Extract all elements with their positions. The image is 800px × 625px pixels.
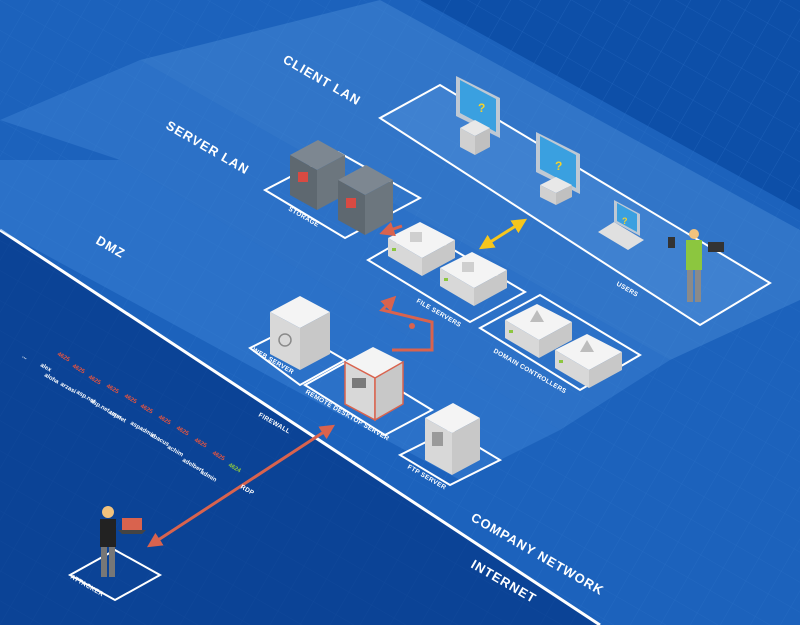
status-led <box>392 248 396 251</box>
status-led <box>509 330 513 333</box>
client-pc-1: ? <box>456 76 500 155</box>
storage-server-1 <box>290 140 345 210</box>
directory-icon <box>580 340 594 352</box>
status-led <box>444 278 448 281</box>
svg-text:?: ? <box>622 216 628 226</box>
lateral-movement-arrow <box>379 295 434 352</box>
storage-server-2 <box>338 165 393 235</box>
file-server-2 <box>440 252 507 306</box>
windows-icon <box>462 262 474 272</box>
attacker-person <box>100 506 146 577</box>
movement-node <box>409 323 415 329</box>
windows-icon <box>410 232 422 242</box>
lock-icon <box>298 172 308 182</box>
lock-icon <box>346 198 356 208</box>
rds-group-outline <box>303 358 435 437</box>
client-lan-zone <box>140 0 800 360</box>
svg-text:?: ? <box>478 101 485 115</box>
remote-desktop-server <box>344 347 404 422</box>
login-user: alex <box>39 363 53 374</box>
status-led <box>559 360 563 363</box>
ftp-server <box>425 403 480 475</box>
client-pc-2: ? <box>536 132 580 205</box>
user-person <box>668 229 724 302</box>
sync-arrow <box>478 218 528 250</box>
phone-icon <box>668 237 675 248</box>
directory-icon <box>530 310 544 322</box>
file-server-1 <box>388 222 455 276</box>
domain-controller-1 <box>505 304 572 358</box>
tablet-icon <box>708 242 724 252</box>
svg-text:?: ? <box>555 159 562 173</box>
login-user: ... <box>21 354 29 362</box>
domain-controller-2 <box>555 334 622 388</box>
attacker-group-outline <box>67 548 163 602</box>
web-server <box>270 296 330 370</box>
domain-controllers-group-outline <box>478 293 642 392</box>
storage-access-arrow <box>379 221 403 237</box>
laptop-icon <box>122 518 142 530</box>
globe-icon <box>278 333 292 347</box>
client-laptop: ? <box>598 200 644 250</box>
server-lan-zone <box>0 60 670 430</box>
monitor-icon <box>352 378 366 388</box>
document-icon <box>432 432 443 446</box>
rdp-arrow <box>146 424 336 548</box>
